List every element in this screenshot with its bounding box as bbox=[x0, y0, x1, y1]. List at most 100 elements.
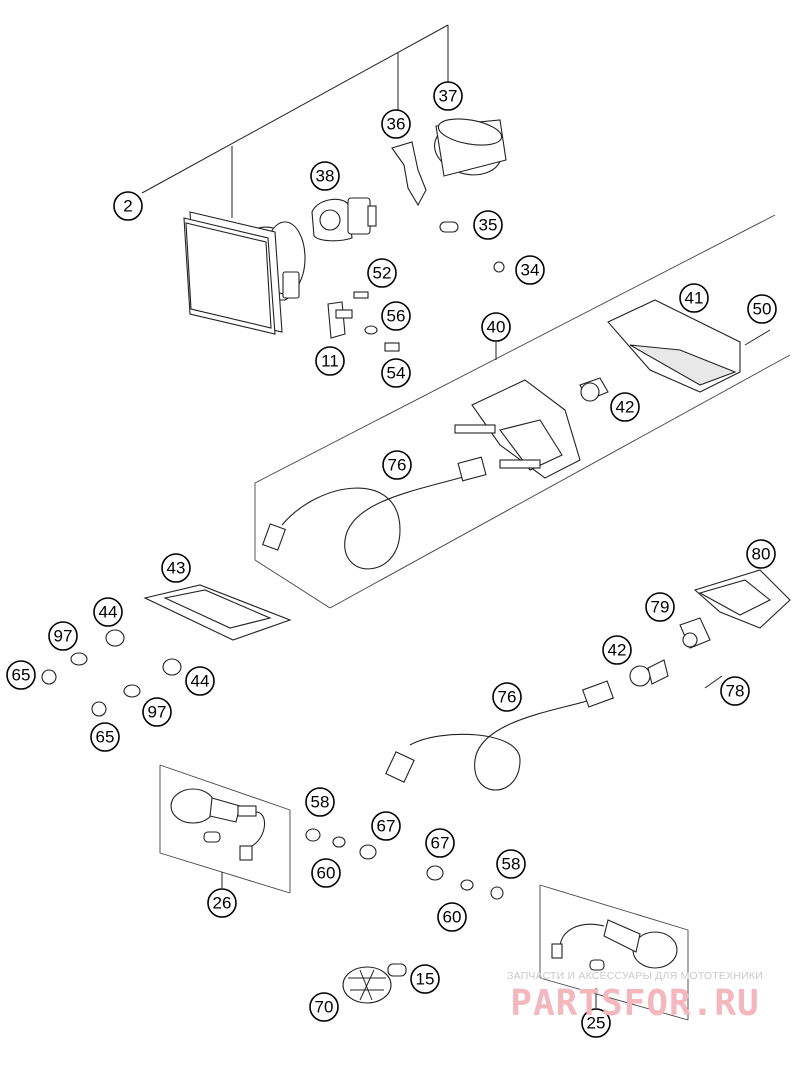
callout-67-left: 67 bbox=[371, 811, 401, 841]
washer-and-nut-stack-left bbox=[41, 629, 182, 717]
svg-text:43: 43 bbox=[167, 559, 186, 578]
washer-nut-stack-mid-left bbox=[305, 828, 377, 860]
svg-text:25: 25 bbox=[587, 1014, 606, 1033]
watermark-logo: PARTSFOR.RU bbox=[510, 983, 760, 1024]
svg-text:34: 34 bbox=[521, 261, 540, 280]
svg-text:15: 15 bbox=[416, 970, 435, 989]
callout-65-upper: 65 bbox=[6, 660, 36, 690]
license-plate-light-43 bbox=[143, 584, 292, 641]
callout-97-lower: 97 bbox=[142, 697, 172, 727]
headlight-leader-lines bbox=[141, 24, 449, 218]
svg-text:42: 42 bbox=[616, 398, 635, 417]
svg-text:58: 58 bbox=[311, 793, 330, 812]
svg-text:44: 44 bbox=[191, 672, 210, 691]
callout-60-left: 60 bbox=[311, 858, 341, 888]
callout-58-left: 58 bbox=[305, 787, 335, 817]
watermark-tagline: ЗАПЧАСТИ И АКСЕССУАРЫ ДЛЯ МОТОТЕХНИКИ bbox=[507, 970, 763, 982]
svg-text:60: 60 bbox=[443, 908, 462, 927]
tail-bulb-42-bottom bbox=[629, 659, 669, 687]
bulb-15 bbox=[387, 963, 407, 977]
svg-text:65: 65 bbox=[96, 728, 115, 747]
svg-text:38: 38 bbox=[316, 167, 335, 186]
callout-76-bottom: 76 bbox=[492, 682, 522, 712]
turn-signal-lens-70 bbox=[342, 966, 392, 1004]
svg-text:26: 26 bbox=[213, 894, 232, 913]
tail-light-housing bbox=[454, 379, 581, 479]
headlight-housing bbox=[183, 211, 306, 335]
svg-text:41: 41 bbox=[685, 289, 704, 308]
callout-41: 41 bbox=[679, 283, 709, 313]
callout-60-right: 60 bbox=[437, 902, 467, 932]
callout-44-lower: 44 bbox=[185, 666, 215, 696]
callout-44-upper: 44 bbox=[93, 597, 123, 627]
svg-text:67: 67 bbox=[377, 817, 396, 836]
svg-text:44: 44 bbox=[99, 603, 118, 622]
svg-text:35: 35 bbox=[479, 216, 498, 235]
svg-text:67: 67 bbox=[431, 834, 450, 853]
watermark: ЗАПЧАСТИ И АКСЕССУАРЫ ДЛЯ МОТОТЕХНИКИ PA… bbox=[480, 970, 790, 1024]
callout-42-bottom: 42 bbox=[602, 635, 632, 665]
tail-light-frame bbox=[254, 214, 791, 609]
svg-text:76: 76 bbox=[498, 688, 517, 707]
callout-78: 78 bbox=[720, 676, 750, 706]
callout-36: 36 bbox=[381, 109, 411, 139]
headlight-bulb bbox=[311, 197, 377, 242]
callout-97-upper: 97 bbox=[48, 621, 78, 651]
svg-text:70: 70 bbox=[315, 998, 334, 1017]
washer-nut-stack-mid-right bbox=[426, 865, 504, 900]
svg-text:58: 58 bbox=[502, 855, 521, 874]
svg-text:65: 65 bbox=[12, 666, 31, 685]
callout-34: 34 bbox=[515, 255, 545, 285]
svg-text:42: 42 bbox=[608, 641, 627, 660]
tail-cable-76-bottom bbox=[385, 680, 614, 791]
callout-52: 52 bbox=[367, 258, 397, 288]
screw-52 bbox=[353, 291, 369, 299]
turn-signal-left bbox=[170, 788, 266, 861]
callout-38: 38 bbox=[310, 161, 340, 191]
svg-text:11: 11 bbox=[321, 352, 339, 371]
svg-text:50: 50 bbox=[753, 300, 772, 319]
svg-text:79: 79 bbox=[651, 598, 670, 617]
callout-42-top: 42 bbox=[610, 392, 640, 422]
lamp-socket-79 bbox=[679, 617, 711, 649]
callout-76-top: 76 bbox=[382, 450, 412, 480]
callout-43: 43 bbox=[161, 553, 191, 583]
callout-11: 11 bbox=[315, 346, 345, 376]
callout-65-lower: 65 bbox=[90, 722, 120, 752]
tail-bulb-42-top bbox=[579, 377, 609, 402]
callout-35: 35 bbox=[473, 210, 503, 240]
screw-50 bbox=[744, 329, 771, 346]
svg-text:97: 97 bbox=[148, 703, 167, 722]
svg-text:54: 54 bbox=[387, 364, 406, 383]
callout-54: 54 bbox=[381, 358, 411, 388]
svg-text:52: 52 bbox=[373, 264, 392, 283]
callout-40: 40 bbox=[481, 312, 511, 342]
svg-text:60: 60 bbox=[317, 864, 336, 883]
callout-50: 50 bbox=[747, 294, 777, 324]
callout-15: 15 bbox=[410, 964, 440, 994]
svg-text:40: 40 bbox=[487, 318, 506, 337]
callout-56: 56 bbox=[381, 301, 411, 331]
svg-text:97: 97 bbox=[54, 627, 73, 646]
svg-text:36: 36 bbox=[387, 115, 406, 134]
small-nut bbox=[493, 261, 505, 273]
svg-text:80: 80 bbox=[752, 545, 771, 564]
svg-text:56: 56 bbox=[387, 307, 406, 326]
tail-cable-76-top bbox=[262, 456, 487, 570]
callout-79: 79 bbox=[645, 592, 675, 622]
svg-text:76: 76 bbox=[388, 456, 407, 475]
rear-tail-light-80 bbox=[693, 569, 791, 629]
bulb-retaining-clip bbox=[391, 141, 427, 207]
callout-67-right: 67 bbox=[425, 828, 455, 858]
screw-78 bbox=[704, 675, 723, 689]
svg-text:37: 37 bbox=[439, 87, 458, 106]
callout-25: 25 bbox=[581, 1008, 611, 1038]
callout-80: 80 bbox=[746, 539, 776, 569]
svg-text:78: 78 bbox=[726, 682, 745, 701]
turn-signal-right bbox=[551, 919, 678, 971]
turn-signal-frame-26 bbox=[159, 764, 291, 894]
turn-signal-frame-25 bbox=[539, 884, 689, 1021]
svg-text:2: 2 bbox=[123, 197, 132, 216]
